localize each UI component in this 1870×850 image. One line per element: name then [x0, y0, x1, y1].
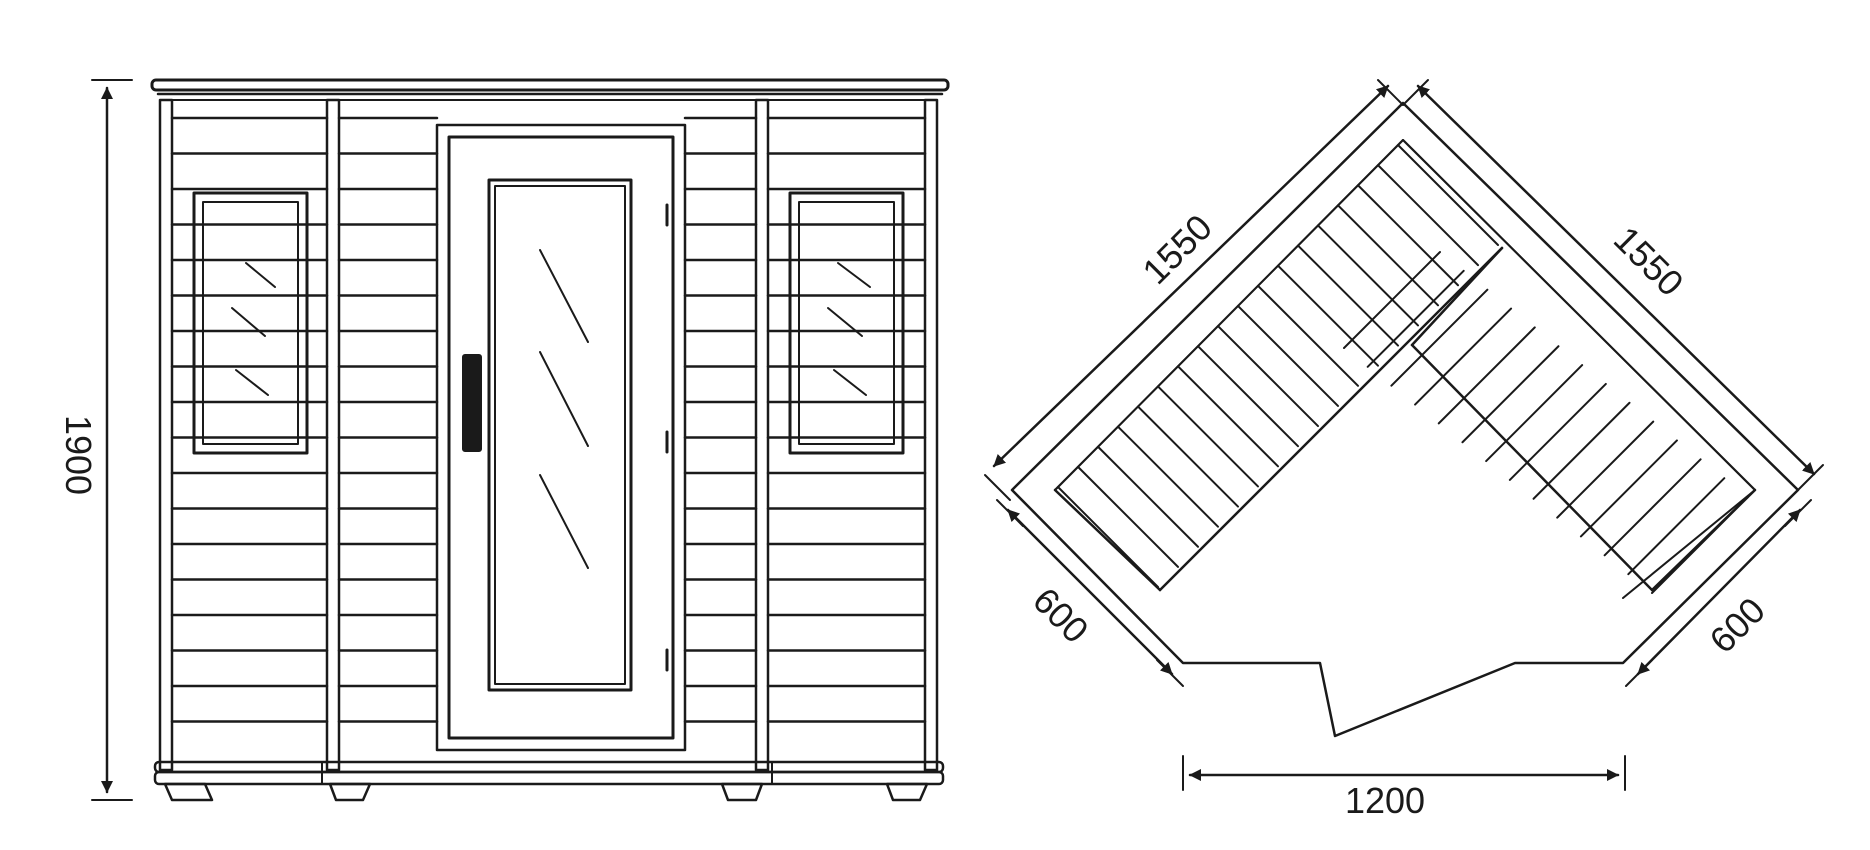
siding-boards	[170, 116, 927, 723]
bench-edge	[1053, 488, 1162, 592]
door-handle	[462, 354, 482, 452]
bench-slat	[1217, 325, 1319, 428]
bench-slat	[1556, 420, 1655, 519]
left-window	[192, 191, 309, 455]
bench-slat	[1137, 405, 1239, 508]
bench-slat	[1297, 244, 1399, 347]
corner-posts	[158, 98, 939, 772]
bench-slat	[1366, 269, 1465, 368]
bench-slat	[1337, 204, 1439, 307]
bench-slat	[1414, 307, 1513, 406]
top-right-side-label: 1550	[1606, 218, 1692, 304]
feet	[163, 782, 929, 802]
bench-slat	[1117, 425, 1219, 528]
bench-slat	[1277, 264, 1379, 367]
bench-slats	[1053, 139, 1757, 594]
bench-slat	[1532, 401, 1631, 500]
bench-slat	[1508, 382, 1607, 481]
bench-slat	[1257, 284, 1359, 387]
bench-slat	[1157, 385, 1259, 488]
base-plinth	[153, 760, 945, 786]
plan-outline	[1010, 101, 1800, 738]
bench-slat	[1097, 445, 1199, 548]
plan-view: 1550 1550 600 600 1200	[984, 79, 1824, 821]
bench-slat	[1377, 164, 1479, 267]
right-window	[788, 191, 905, 455]
bench-slat	[1057, 486, 1159, 588]
front-width-label: 1200	[1345, 780, 1425, 821]
height-dimension: 1900	[58, 79, 133, 801]
bench-slat	[1579, 439, 1678, 538]
height-dimension-label: 1900	[58, 415, 99, 495]
bottom-left-side-label: 600	[1025, 579, 1096, 650]
bench-slat	[1461, 345, 1560, 444]
bench-edge	[1054, 139, 1404, 491]
bench-edge	[1410, 343, 1654, 592]
bench-slat	[1237, 304, 1339, 407]
bench-slat	[1317, 224, 1419, 327]
bench-slat	[1603, 458, 1702, 557]
bench-edge	[1158, 246, 1504, 592]
bench-slat	[1077, 465, 1179, 568]
bench-slat	[1357, 184, 1459, 287]
bench-edge	[1402, 139, 1756, 491]
top-left-side-label: 1550	[1134, 206, 1220, 292]
bench-slat	[1397, 144, 1499, 246]
bench-slat	[1485, 364, 1584, 463]
bench-slat	[1177, 365, 1279, 468]
glass-door	[435, 123, 687, 752]
top-cornice	[150, 78, 950, 101]
bench-slat	[1437, 326, 1536, 425]
bench-slat	[1197, 345, 1299, 448]
front-elevation: 1900	[58, 78, 950, 802]
